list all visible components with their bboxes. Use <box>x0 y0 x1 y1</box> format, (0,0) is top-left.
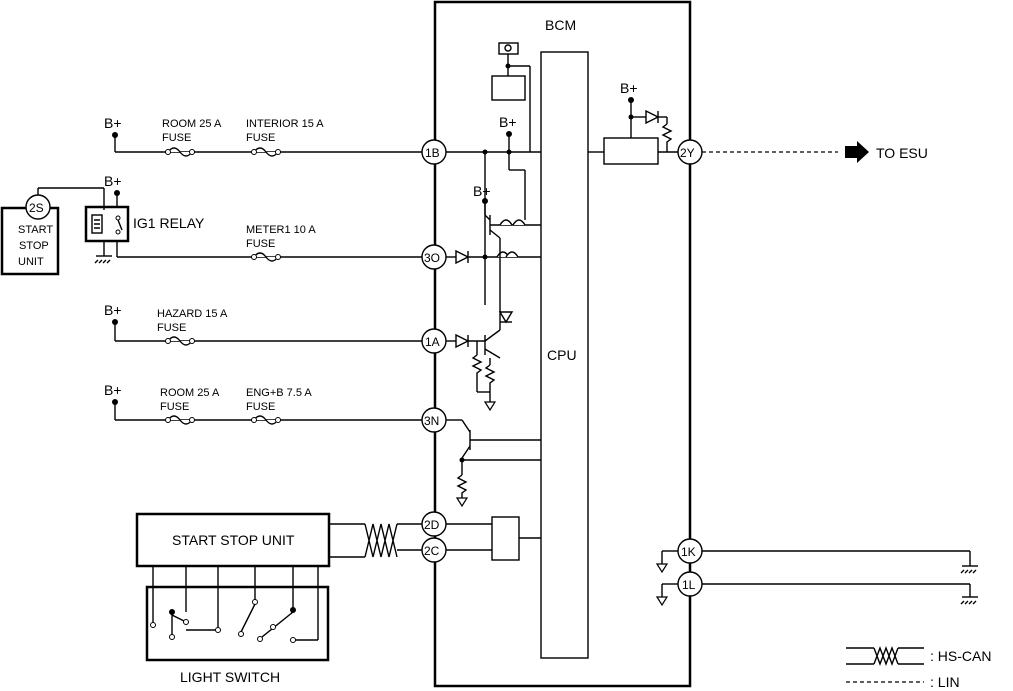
connector-2c: 2C <box>421 537 447 563</box>
bcm-title: BCM <box>545 17 576 33</box>
light-switch-label: LIGHT SWITCH <box>180 669 280 685</box>
svg-text:2C: 2C <box>424 544 440 558</box>
svg-text:B+: B+ <box>473 183 491 199</box>
b-plus-room2: B+ <box>104 382 122 420</box>
svg-text:B+: B+ <box>104 173 122 189</box>
svg-text:UNIT: UNIT <box>18 256 44 268</box>
connector-2y: 2Y <box>677 139 703 165</box>
connector-3n: 3N <box>421 407 447 433</box>
svg-text:START: START <box>18 224 53 236</box>
b-plus-1: B+ <box>104 115 122 152</box>
svg-text:B+: B+ <box>620 80 638 96</box>
connector-1b: 1B <box>421 139 447 165</box>
can-transceiver <box>446 516 541 561</box>
ig1-relay-label: IG1 RELAY <box>133 215 205 231</box>
svg-text:START STOP UNIT: START STOP UNIT <box>172 532 295 548</box>
bcm-box <box>433 0 692 688</box>
svg-text:1K: 1K <box>681 545 696 559</box>
hs-can-twisted-pair <box>329 523 422 558</box>
svg-text:B+: B+ <box>104 115 122 131</box>
fuse-room-25a-2: ROOM 25 A FUSE <box>160 387 220 425</box>
fuse-interior-15a: INTERIOR 15 A FUSE <box>246 118 324 157</box>
b-plus-hazard: B+ <box>104 302 122 341</box>
svg-text:FUSE: FUSE <box>246 238 275 250</box>
fuse-eng-b-7-5a: ENG+B 7.5 A FUSE <box>246 387 312 425</box>
connector-2d: 2D <box>421 511 447 537</box>
svg-text:3N: 3N <box>424 414 439 428</box>
svg-text:B+: B+ <box>499 114 517 130</box>
svg-text:FUSE: FUSE <box>246 132 275 144</box>
svg-text:2S: 2S <box>29 201 44 215</box>
svg-text:B+: B+ <box>104 302 122 318</box>
svg-text:FUSE: FUSE <box>160 401 189 413</box>
fuse-hazard-15a: HAZARD 15 A FUSE <box>157 308 228 346</box>
svg-text:FUSE: FUSE <box>157 322 186 334</box>
ig1-relay: B+ IG1 RELAY <box>84 173 205 264</box>
svg-text:ROOM 25 A: ROOM 25 A <box>160 387 220 399</box>
svg-text:FUSE: FUSE <box>162 132 191 144</box>
svg-text:2D: 2D <box>424 518 440 532</box>
bcm-top-component <box>491 42 531 152</box>
svg-text:3O: 3O <box>424 251 440 265</box>
svg-text:INTERIOR 15 A: INTERIOR 15 A <box>246 118 324 130</box>
svg-text:B+: B+ <box>104 382 122 398</box>
legend-lin: : LIN <box>930 674 960 690</box>
bcm-internal-1a <box>446 311 514 412</box>
svg-text:FUSE: FUSE <box>246 401 275 413</box>
legend-hs-can: : HS-CAN <box>930 648 991 664</box>
bcm-internal-1b: B+ <box>446 114 541 305</box>
arrow-right-icon <box>845 141 869 163</box>
bcm-internal-3o: B+ <box>446 183 541 312</box>
connector-1a: 1A <box>421 328 447 354</box>
connector-1k: 1K <box>655 538 978 574</box>
connector-1l: 1L <box>655 571 978 607</box>
light-switch: LIGHT SWITCH <box>145 566 330 685</box>
svg-text:METER1 10 A: METER1 10 A <box>246 224 316 236</box>
svg-text:ENG+B 7.5 A: ENG+B 7.5 A <box>246 387 312 399</box>
legend: : HS-CAN : LIN <box>846 646 991 690</box>
connector-3o: 3O <box>421 244 447 270</box>
start-stop-unit-box: START STOP UNIT <box>0 206 60 276</box>
svg-text:1L: 1L <box>682 578 696 592</box>
svg-text:ROOM 25 A: ROOM 25 A <box>162 118 222 130</box>
to-esu-label: TO ESU <box>876 145 928 161</box>
fuse-meter1-10a: METER1 10 A FUSE <box>246 224 316 262</box>
bcm-internal-2y: B+ <box>588 80 678 165</box>
connector-2s: 2S <box>25 187 105 220</box>
svg-text:STOP: STOP <box>19 240 49 252</box>
svg-text:1A: 1A <box>425 335 440 349</box>
svg-text:1B: 1B <box>425 146 440 160</box>
cpu-box <box>540 51 589 659</box>
bcm-internal-3n <box>446 419 541 508</box>
svg-text:2Y: 2Y <box>680 146 695 160</box>
fuse-room-25a-1: ROOM 25 A FUSE <box>162 118 222 157</box>
start-stop-unit-bottom: START STOP UNIT <box>135 512 331 568</box>
svg-text:HAZARD 15 A: HAZARD 15 A <box>157 308 228 320</box>
cpu-label: CPU <box>547 347 577 363</box>
